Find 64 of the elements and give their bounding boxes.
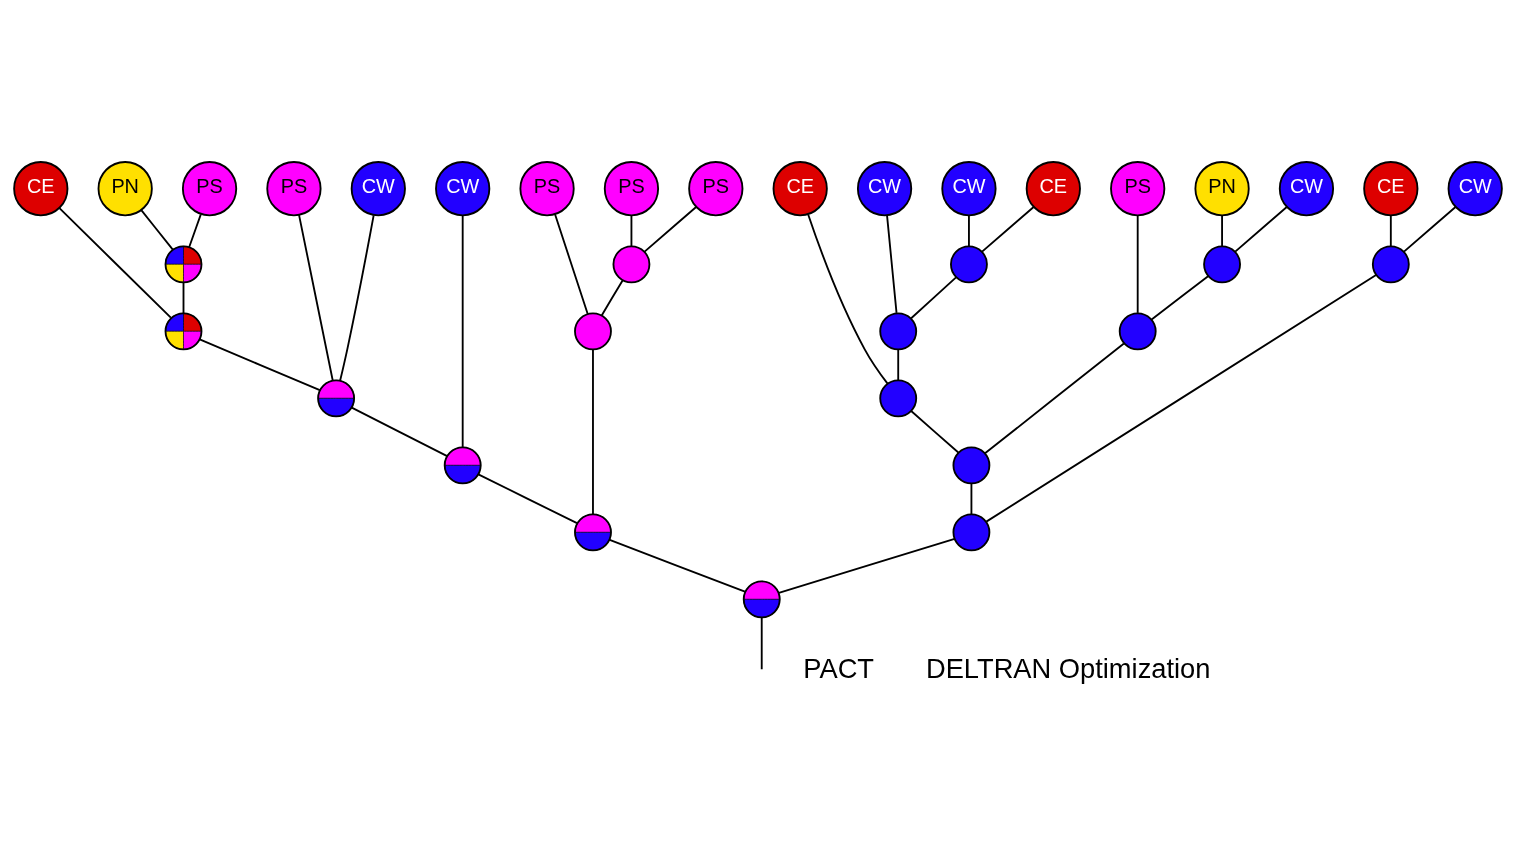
connector	[807, 213, 889, 385]
connector	[643, 206, 698, 253]
connector	[339, 214, 375, 382]
node-circle	[1203, 245, 1241, 284]
node-circle: CE	[772, 161, 828, 217]
node-circle: PS	[688, 161, 744, 217]
label: PACT	[803, 652, 875, 684]
connector	[350, 406, 449, 458]
node-circle: CE	[1363, 161, 1419, 217]
node-circle	[574, 312, 612, 351]
connector	[554, 213, 589, 315]
node-circle: PS	[181, 161, 238, 217]
connector	[630, 214, 633, 248]
node-circle: CW	[941, 161, 997, 217]
connector	[897, 348, 900, 382]
connector	[1234, 206, 1288, 253]
connector	[188, 213, 202, 249]
connector	[608, 539, 746, 593]
connector	[777, 537, 956, 594]
node-circle: CW	[1447, 161, 1503, 217]
node-circle	[879, 379, 918, 418]
node-circle	[1118, 312, 1157, 351]
node-circle: CE	[1025, 161, 1081, 217]
connector	[985, 274, 1377, 523]
connector	[970, 482, 973, 516]
connector	[477, 473, 578, 525]
connector	[1150, 275, 1210, 321]
node-circle	[950, 245, 988, 284]
node-circle: PS	[519, 161, 575, 217]
connector	[140, 209, 174, 251]
connector	[910, 276, 957, 320]
node-circle: CW	[856, 161, 913, 217]
connector	[461, 214, 464, 448]
connector	[1389, 214, 1392, 248]
node-circle	[612, 245, 651, 284]
label: DELTRAN Optimization	[925, 652, 1211, 684]
connector	[600, 279, 624, 317]
node-circle	[1371, 245, 1410, 284]
connector	[58, 207, 172, 319]
node-circle: PN	[1194, 161, 1250, 217]
connector	[1136, 214, 1139, 314]
node-circle	[879, 312, 918, 351]
connector	[182, 281, 185, 315]
connector	[886, 214, 898, 314]
connector	[592, 348, 594, 516]
connector	[981, 206, 1035, 253]
node-circle: PS	[266, 161, 322, 217]
connector	[1221, 214, 1223, 248]
node-circle: CE	[13, 161, 69, 217]
node-circle: PS	[1110, 161, 1166, 217]
connector	[910, 410, 960, 454]
node-circle	[952, 446, 991, 485]
node-circle	[952, 513, 991, 552]
connector	[760, 616, 763, 671]
node-circle: PS	[603, 161, 660, 217]
connector	[198, 338, 321, 392]
node-circle: CW	[435, 161, 491, 217]
connector	[984, 342, 1125, 455]
node-circle: PN	[97, 161, 153, 217]
connector	[298, 214, 334, 382]
connector	[968, 214, 970, 248]
connector	[1403, 206, 1457, 253]
node-circle: CW	[1278, 161, 1335, 217]
node-circle: CW	[350, 161, 406, 217]
